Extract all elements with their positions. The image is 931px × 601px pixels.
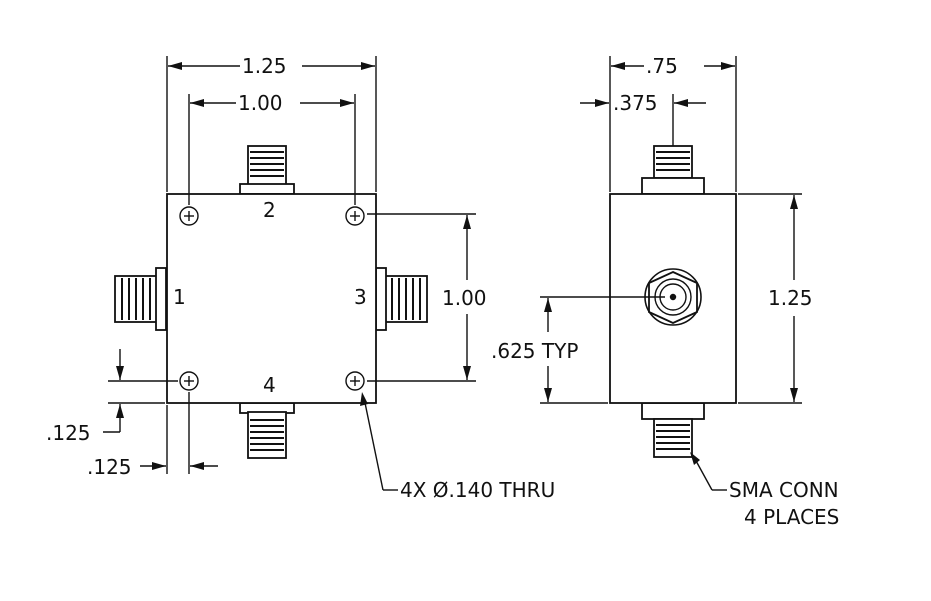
svg-text:1.25: 1.25 (768, 286, 813, 310)
svg-text:1.00: 1.00 (442, 286, 487, 310)
connector-port-1 (114, 267, 167, 331)
port-label-2: 2 (263, 198, 276, 222)
port-label-1: 1 (173, 285, 186, 309)
mounting-hole-top-left (179, 206, 199, 226)
callout-sma-connectors: SMA CONN 4 PLACES (690, 452, 839, 529)
svg-text:4 PLACES: 4 PLACES (744, 505, 839, 529)
svg-text:1.25: 1.25 (242, 54, 287, 78)
svg-text:.75: .75 (646, 54, 678, 78)
svg-text:.375: .375 (613, 91, 658, 115)
svg-text:.125: .125 (46, 421, 91, 445)
side-connector-top (641, 145, 705, 195)
svg-text:4X Ø.140 THRU: 4X Ø.140 THRU (400, 478, 555, 502)
dimension-hole-spacing-horizontal: 1.00 (188, 91, 356, 205)
dimension-overall-width: 1.25 (166, 54, 377, 192)
connector-port-2 (239, 145, 295, 195)
connector-port-4 (239, 402, 295, 459)
svg-text:.625 TYP: .625 TYP (491, 339, 578, 363)
front-housing (166, 193, 377, 404)
connector-port-3 (375, 267, 428, 331)
mounting-hole-bottom-right (345, 371, 365, 391)
mounting-hole-bottom-left (179, 371, 199, 391)
dimension-connector-center: .625 TYP (491, 296, 665, 404)
front-view: 1 2 3 4 1.25 1.00 (46, 54, 555, 502)
svg-text:1.00: 1.00 (238, 91, 283, 115)
port-label-4: 4 (263, 373, 276, 397)
dimension-side-half-width: .375 (580, 91, 706, 146)
callout-mounting-holes: 4X Ø.140 THRU (360, 392, 555, 502)
dimension-side-height: 1.25 (738, 193, 813, 404)
dimension-hole-spacing-vertical: 1.00 (367, 213, 487, 382)
dimension-hole-offset-horizontal: .125 (87, 392, 218, 479)
side-view: .75 .375 1.25 .625 (491, 54, 839, 529)
port-label-3: 3 (354, 285, 367, 309)
dimension-side-width: .75 (609, 54, 737, 192)
svg-text:.125: .125 (87, 455, 132, 479)
dimension-hole-offset-vertical: .125 (46, 349, 178, 445)
mounting-hole-top-right (345, 206, 365, 226)
svg-text:SMA CONN: SMA CONN (729, 478, 839, 502)
side-connector-bottom (641, 402, 705, 458)
